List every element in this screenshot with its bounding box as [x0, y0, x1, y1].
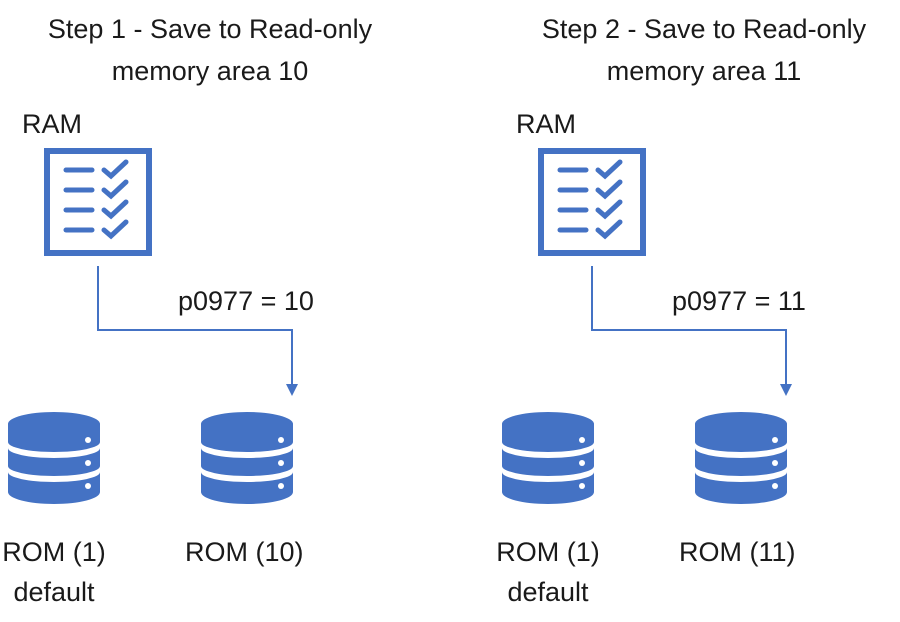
step-title: Step 2 - Save to Read-only memory area 1… [494, 8, 900, 92]
step-1-panel: Step 1 - Save to Read-only memory area 1… [0, 8, 420, 612]
checklist-icon [44, 148, 152, 256]
rom-target-label: ROM (11) [679, 537, 796, 567]
step-title-line-2: memory area 10 [111, 56, 309, 86]
save-arrow [97, 266, 298, 396]
database-icon [8, 412, 100, 504]
rom-default-label: ROM (1) default [0, 532, 108, 612]
rom-default-line-2: default [507, 577, 589, 607]
checklist-icon [538, 148, 646, 256]
rom-default-label: ROM (1) default [494, 532, 602, 612]
step-title-line-1: Step 2 - Save to Read-only [541, 14, 867, 44]
rom-default-line-2: default [13, 577, 95, 607]
step-title: Step 1 - Save to Read-only memory area 1… [0, 8, 420, 92]
step-title-line-2: memory area 11 [606, 56, 802, 86]
ram-label: RAM [22, 109, 82, 139]
step-2-panel: Step 2 - Save to Read-only memory area 1… [494, 0, 900, 622]
database-icon [201, 412, 293, 504]
rom-target-label: ROM (10) [185, 537, 304, 567]
parameter-label: p0977 = 10 [178, 286, 314, 316]
step-title-line-1: Step 1 - Save to Read-only [47, 14, 373, 44]
save-arrow [591, 266, 792, 396]
database-icon [695, 412, 787, 504]
rom-default-line-1: ROM (1) [496, 537, 600, 567]
ram-label: RAM [516, 109, 576, 139]
rom-default-line-1: ROM (1) [2, 537, 106, 567]
database-icon [502, 412, 594, 504]
parameter-label: p0977 = 11 [672, 286, 806, 316]
